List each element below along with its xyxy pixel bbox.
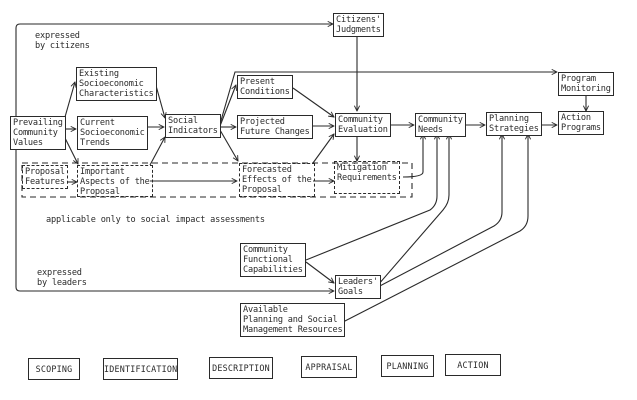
edge-values-to-leaders-goals [15, 150, 334, 291]
node-mitigation-requirements: Mitigation Requirements [334, 161, 400, 194]
node-important-aspects: Important Aspects of the Proposal [77, 165, 153, 197]
node-available-resources: Available Planning and Social Management… [240, 303, 346, 337]
edge-mitigation-to-needs [402, 134, 423, 178]
node-present-conditions: Present Conditions [237, 75, 293, 99]
node-community-needs: Community Needs [415, 113, 466, 137]
node-proposal-features: Proposal Features [22, 165, 68, 189]
phase-identification: IDENTIFICATION [103, 358, 178, 380]
phase-action: ACTION [445, 354, 501, 376]
phase-planning: PLANNING [381, 355, 434, 377]
edge-indicators-to-program-monitoring [219, 72, 557, 125]
edge-leaders-to-strategies [377, 134, 502, 288]
edge-aspects-to-social-indicators [149, 137, 165, 166]
edge-values-to-citizens-judgments [15, 24, 333, 118]
edge-present-to-evaluation [292, 87, 334, 117]
edge-existing-to-social-indicators [154, 81, 165, 118]
node-action-programs: Action Programs [558, 111, 604, 135]
node-program-monitoring: Program Monitoring [558, 72, 614, 96]
node-social-indicators: Social Indicators [165, 114, 221, 138]
edge-capabilities-to-needs [305, 134, 437, 261]
node-community-evaluation: Community Evaluation [335, 113, 391, 137]
node-planning-strategies: Planning Strategies [486, 112, 542, 136]
node-existing-characteristics: Existing Socioeconomic Characteristics [76, 67, 157, 101]
node-prevailing-values: Prevailing Community Values [10, 116, 66, 150]
node-forecasted-effects: Forecasted Effects of the Proposal [239, 163, 315, 197]
phase-scoping: SCOPING [28, 358, 80, 380]
edge-capabilities-to-leaders [305, 261, 334, 283]
edge-leaders-to-needs [377, 134, 449, 286]
node-functional-capabilities: Community Functional Capabilities [240, 243, 306, 277]
node-current-trends: Current Socioeconomic Trends [77, 116, 148, 150]
node-citizens-judgments: Citizens' Judgments [333, 13, 384, 37]
edge-indicators-to-present-conditions [219, 85, 236, 127]
node-projected-changes: Projected Future Changes [237, 115, 313, 139]
node-leaders-goals: Leaders' Goals [335, 275, 381, 299]
expressed-by-citizens-label: expressed by citizens [35, 31, 90, 51]
edge-forecasted-to-evaluation [312, 134, 334, 164]
sia-note-label: applicable only to social impact assessm… [46, 215, 265, 225]
phase-description: DESCRIPTION [209, 357, 273, 379]
edge-indicators-to-forecasted-effects [219, 129, 238, 161]
phase-appraisal: APPRAISAL [301, 356, 357, 378]
edge-resources-to-strategies [342, 134, 528, 323]
expressed-by-leaders-label: expressed by leaders [37, 268, 87, 288]
